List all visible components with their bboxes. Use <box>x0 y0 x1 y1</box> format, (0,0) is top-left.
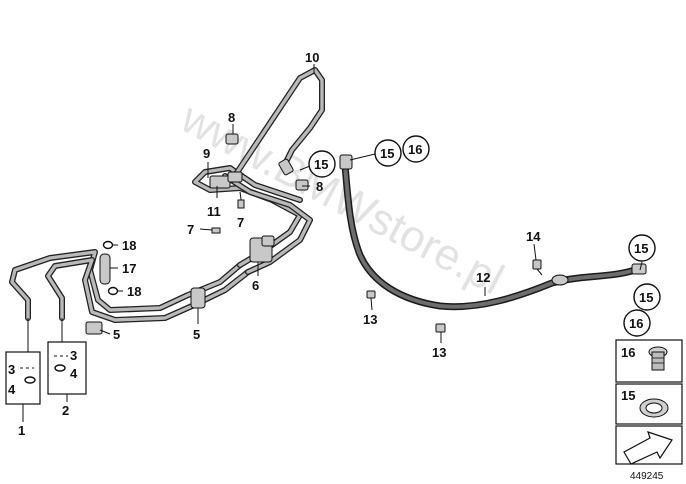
holder-11 <box>209 175 231 189</box>
brake-hose-12 <box>339 154 647 311</box>
label-3-box2: 3 <box>70 348 77 363</box>
ring-18-top <box>102 240 114 250</box>
legend-16-label: 16 <box>621 345 635 360</box>
label-18-bottom: 18 <box>127 284 141 299</box>
holder-11b <box>227 171 243 183</box>
holder-5-left <box>85 321 103 335</box>
circled-15-c: 15 <box>634 241 648 256</box>
pipe-fitting <box>278 158 294 176</box>
small-parts <box>85 133 543 335</box>
junction-6b <box>261 235 275 247</box>
clip-13-right <box>435 323 446 333</box>
label-11: 11 <box>207 204 221 219</box>
hose-clip <box>551 274 569 286</box>
legend-panel: 16 15 <box>615 339 683 465</box>
label-8-top: 8 <box>228 110 235 125</box>
part-labels: 10 8 9 8 11 7 7 6 5 5 18 17 18 12 13 13 … <box>8 50 541 438</box>
label-10: 10 <box>305 50 319 65</box>
hose-fitting-right <box>631 263 647 275</box>
label-17: 17 <box>122 261 136 276</box>
label-5-center: 5 <box>193 327 200 342</box>
screw-14 <box>532 259 542 270</box>
label-7-left: 7 <box>187 222 194 237</box>
label-2: 2 <box>62 403 69 418</box>
circled-labels: 15 15 16 15 15 16 <box>308 135 661 337</box>
circled-15-a: 15 <box>314 157 328 172</box>
hollow-bolt-icon <box>648 346 668 371</box>
circled-15-d: 15 <box>639 290 653 305</box>
sealing-ring-icon <box>639 398 669 418</box>
arrow-icon <box>623 431 673 465</box>
screw-7-right <box>237 199 245 209</box>
hose-fitting-top <box>339 154 353 170</box>
legend-15-label: 15 <box>621 388 635 403</box>
caliper-box-2 <box>47 318 87 402</box>
bracket-8-right <box>295 179 309 191</box>
circled-15-b: 15 <box>380 146 394 161</box>
label-3-box1: 3 <box>8 362 15 377</box>
label-13-right: 13 <box>432 345 446 360</box>
label-9: 9 <box>203 146 210 161</box>
clip-13-left <box>366 290 376 299</box>
label-1: 1 <box>18 423 25 438</box>
sleeve-17 <box>99 253 111 285</box>
label-6: 6 <box>252 278 259 293</box>
circled-16-a: 16 <box>408 142 422 157</box>
label-4-box1: 4 <box>8 382 16 397</box>
caliper-box-1 <box>5 318 41 422</box>
screw-7-left <box>211 227 221 234</box>
ring-18-bottom <box>107 286 119 296</box>
label-13-left: 13 <box>363 312 377 327</box>
watermark: www.BMWstore.pl <box>172 93 511 304</box>
circled-16-b: 16 <box>629 316 643 331</box>
holder-5-center <box>190 287 206 309</box>
label-5-left: 5 <box>113 327 120 342</box>
leader-lines <box>99 64 643 343</box>
label-4-box2: 4 <box>70 366 78 381</box>
label-18-top: 18 <box>122 238 136 253</box>
diagram-number: 449245 <box>630 471 664 482</box>
bracket-8-top <box>225 133 239 145</box>
label-7-right: 7 <box>237 215 244 230</box>
label-12: 12 <box>476 270 490 285</box>
label-8-right: 8 <box>316 179 323 194</box>
label-14: 14 <box>526 229 541 244</box>
brake-pipe-10 <box>229 67 325 183</box>
